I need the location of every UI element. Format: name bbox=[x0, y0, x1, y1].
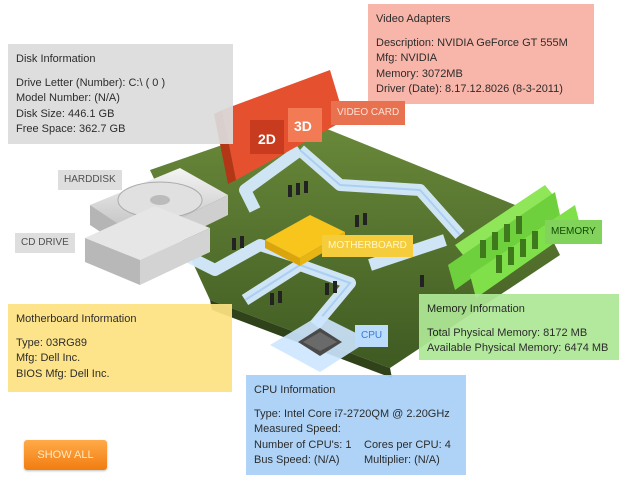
video-card-tag[interactable]: VIDEO CARD bbox=[331, 101, 406, 125]
disk-information-panel: Disk Information Drive Letter (Number): … bbox=[8, 44, 233, 144]
cpu-measured-speed: Measured Speed: bbox=[254, 423, 341, 435]
video-driver-date: Driver (Date): 8.17.12.8026 (8-3-2011) bbox=[376, 83, 563, 95]
memory-tag[interactable]: MEMORY bbox=[545, 220, 602, 244]
cpu-tag[interactable]: CPU bbox=[355, 325, 389, 347]
bios-mfg: BIOS Mfg: Dell Inc. bbox=[16, 367, 110, 380]
motherboard-type: Type: 03RG89 bbox=[16, 336, 87, 349]
video-card: 2D 3D bbox=[214, 70, 345, 184]
cpu-number-of-cpus: Number of CPU's: 1 bbox=[254, 438, 352, 451]
disk-size: Disk Size: 446.1 GB bbox=[16, 107, 115, 120]
cpu-information-title: CPU Information bbox=[254, 384, 336, 396]
available-physical-memory: Available Physical Memory: 6474 MB bbox=[427, 342, 609, 354]
cpu-chip bbox=[270, 315, 370, 372]
cpu-type: Type: Intel Core i7-2720QM @ 2.20GHz bbox=[254, 407, 450, 420]
motherboard-information-panel: Motherboard Information Type: 03RG89 Mfg… bbox=[8, 304, 232, 392]
disk-free-space: Free Space: 362.7 GB bbox=[16, 123, 126, 135]
disk-information-title: Disk Information bbox=[16, 53, 96, 65]
video-adapters-title: Video Adapters bbox=[376, 13, 451, 25]
cd-drive-tag[interactable]: CD DRIVE bbox=[15, 233, 75, 253]
gpu-2d-label: 2D bbox=[258, 131, 276, 147]
cd-drive bbox=[85, 206, 210, 285]
disk-drive-letter: Drive Letter (Number): C:\ ( 0 ) bbox=[16, 76, 166, 89]
total-physical-memory: Total Physical Memory: 8172 MB bbox=[427, 326, 588, 339]
motherboard-information-title: Motherboard Information bbox=[16, 313, 137, 325]
motherboard-tag[interactable]: MOTHERBOARD bbox=[322, 235, 413, 257]
harddisk-tag[interactable]: HARDDISK bbox=[58, 170, 122, 190]
cpu-count-row: Number of CPU's: 1 Cores per CPU: 4 bbox=[254, 438, 458, 454]
memory-information-title: Memory Information bbox=[427, 303, 525, 315]
cpu-multiplier: Multiplier: (N/A) bbox=[364, 454, 440, 466]
video-mfg: Mfg: NVIDIA bbox=[376, 52, 438, 64]
video-adapters-panel: Video Adapters Description: NVIDIA GeFor… bbox=[368, 4, 594, 104]
cpu-bus-row: Bus Speed: (N/A) Multiplier: (N/A) bbox=[254, 453, 458, 469]
board-components bbox=[232, 181, 424, 305]
cpu-bus-speed: Bus Speed: (N/A) bbox=[254, 454, 340, 466]
cpu-cores-per-cpu: Cores per CPU: 4 bbox=[364, 438, 451, 451]
video-description: Description: NVIDIA GeForce GT 555M bbox=[376, 36, 568, 49]
cpu-information-panel: CPU Information Type: Intel Core i7-2720… bbox=[246, 375, 466, 475]
gpu-3d-label: 3D bbox=[294, 118, 312, 134]
disk-model-number: Model Number: (N/A) bbox=[16, 92, 120, 104]
video-memory: Memory: 3072MB bbox=[376, 67, 463, 80]
show-all-button[interactable]: SHOW ALL bbox=[24, 440, 107, 470]
motherboard-mfg: Mfg: Dell Inc. bbox=[16, 352, 81, 364]
memory-information-panel: Memory Information Total Physical Memory… bbox=[419, 294, 619, 360]
